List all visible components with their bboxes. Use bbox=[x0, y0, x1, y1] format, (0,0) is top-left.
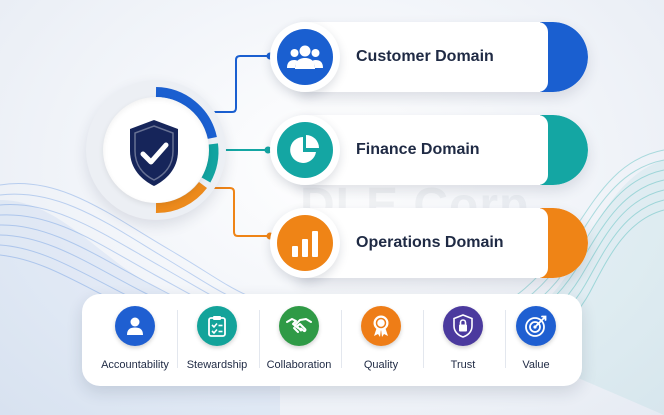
divider bbox=[259, 310, 260, 368]
lock-shield-icon bbox=[453, 314, 473, 338]
award-ribbon-icon bbox=[373, 315, 389, 337]
domain-badge-operations bbox=[270, 208, 340, 278]
hub-progress-arcs bbox=[155, 87, 219, 214]
value-item-quality[interactable]: Quality bbox=[340, 294, 422, 386]
value-label: Collaboration bbox=[266, 359, 332, 371]
values-bar: Accountability Stewardship Collaboration bbox=[82, 294, 582, 386]
value-label: Trust bbox=[450, 359, 476, 371]
value-label: Quality bbox=[363, 359, 399, 371]
value-item-trust[interactable]: Trust bbox=[422, 294, 504, 386]
domain-card-customer[interactable]: Customer Domain bbox=[300, 22, 588, 92]
divider bbox=[505, 310, 506, 368]
value-label: Accountability bbox=[101, 359, 169, 371]
handshake-icon bbox=[286, 318, 312, 333]
pie-chart-icon bbox=[290, 135, 319, 163]
domain-label: Operations Domain bbox=[356, 234, 504, 251]
value-item-value[interactable]: Value bbox=[495, 294, 577, 386]
bar-chart-icon bbox=[292, 231, 318, 257]
value-item-collaboration[interactable]: Collaboration bbox=[258, 294, 340, 386]
domain-card-operations[interactable]: Operations Domain bbox=[300, 208, 588, 278]
domain-badge-finance bbox=[270, 115, 340, 185]
value-item-stewardship[interactable]: Stewardship bbox=[176, 294, 258, 386]
divider bbox=[177, 310, 178, 368]
clipboard-check-icon bbox=[208, 316, 226, 337]
value-item-accountability[interactable]: Accountability bbox=[94, 294, 176, 386]
value-label: Stewardship bbox=[186, 359, 248, 371]
domain-card-finance[interactable]: Finance Domain bbox=[300, 115, 588, 185]
shield-check-icon bbox=[130, 120, 178, 186]
users-icon bbox=[287, 45, 323, 69]
divider bbox=[423, 310, 424, 368]
value-label: Value bbox=[522, 359, 550, 371]
person-icon bbox=[127, 317, 143, 335]
domain-label: Finance Domain bbox=[356, 141, 480, 158]
domain-badge-customer bbox=[270, 22, 340, 92]
target-icon bbox=[525, 315, 547, 337]
domain-label: Customer Domain bbox=[356, 48, 494, 65]
divider bbox=[341, 310, 342, 368]
